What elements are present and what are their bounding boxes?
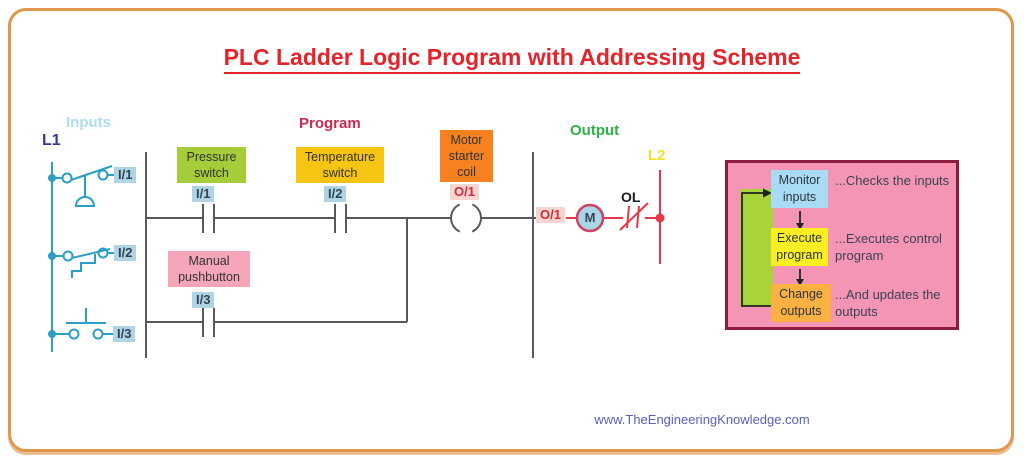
address-tag-i2: I/2 [324,186,347,202]
scan-step-monitor-inputs: Monitor inputs [771,170,828,208]
overload-label: OL [621,189,641,205]
scan-step-change-outputs: Change outputs [771,284,831,322]
address-tag-o1-coil: O/1 [450,184,479,200]
l2-rail-label: L2 [648,147,666,164]
address-tag-i3: I/3 [192,292,215,308]
temperature-switch-box: Temperature switch [296,147,384,183]
pressure-switch-box: Pressure switch [177,147,246,183]
scan-loop-drawing [740,188,804,307]
page-title: PLC Ladder Logic Program with Addressing… [0,44,1024,74]
program-section-label: Program [299,115,361,132]
scan-note-updates-outputs: ...And updates the outputs [835,287,941,319]
website-credit: www.TheEngineeringKnowledge.com [594,412,810,427]
scan-step-execute-program: Execute program [771,228,828,266]
scan-loop-arrowhead [763,188,772,198]
scan-loop-arrow [741,192,771,307]
input-address-tag-i3: I/3 [113,326,136,342]
motor-starter-coil-box: Motor starter coil [440,130,493,182]
l1-rail-label: L1 [42,132,61,149]
scan-note-executes-program: ...Executes control program [835,231,942,263]
manual-pushbutton-box: Manual pushbutton [168,251,250,287]
inputs-section-label: Inputs [66,114,111,131]
scan-note-checks-inputs: ...Checks the inputs [835,173,950,188]
scan-cycle-box: Monitor inputs Execute program Change ou… [725,160,959,330]
scan-loop-green-band [740,189,773,307]
input-address-tag-i1: I/1 [114,167,137,183]
input-address-tag-i2: I/2 [114,245,137,261]
address-tag-i1: I/1 [192,186,215,202]
outer-border [8,8,1014,452]
motor-letter: M [584,210,596,225]
output-section-label: Output [570,122,620,139]
step-down-arrows [796,211,804,286]
output-address-tag-o1: O/1 [536,207,565,223]
